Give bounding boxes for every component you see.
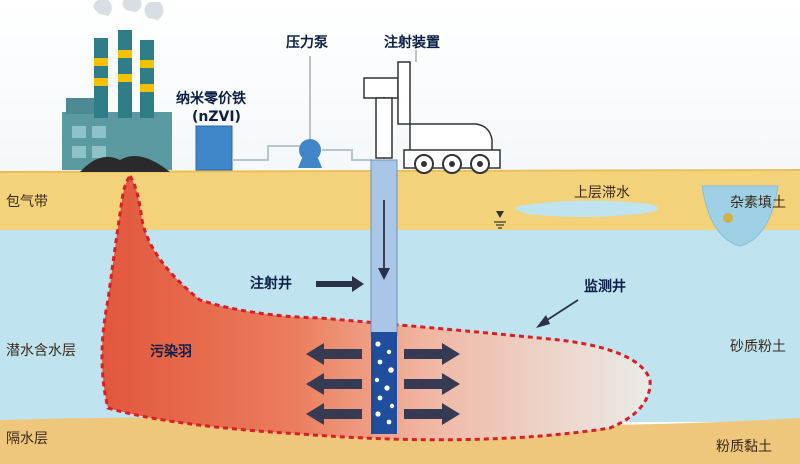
contamination-plume (100, 173, 652, 442)
pump-label: 压力泵 (286, 35, 328, 51)
nzvi-tank-icon (195, 125, 233, 171)
drill-rig-icon (363, 50, 501, 174)
nzvi-label: 纳米零价铁 (176, 91, 246, 107)
silty-sand-label: 砂质粉土 (730, 339, 786, 355)
nzvi-bubbles (374, 341, 395, 425)
injection-well-label: 注射井 (250, 276, 292, 292)
monitoring-well-label: 监测井 (584, 279, 626, 295)
pump-icon (298, 56, 322, 168)
aquitard-label: 隔水层 (6, 431, 48, 447)
well-screen (371, 332, 397, 434)
plume-label: 污染羽 (150, 344, 192, 360)
feed-pipe (232, 145, 300, 161)
injector-label: 注射装置 (384, 35, 440, 51)
flow-arrow-icon (404, 343, 460, 425)
water-table-icon (494, 211, 506, 229)
flow-arrow-icon (306, 343, 362, 425)
perched-water-lens (515, 200, 658, 217)
fill-label: 杂素填土 (730, 195, 786, 211)
aquifer-label: 潜水含水层 (6, 343, 76, 359)
pump-pipe (322, 149, 372, 161)
fill-debris-icon (723, 213, 733, 223)
fill-basin (701, 185, 779, 247)
vadose-zone-label: 包气带 (6, 194, 48, 210)
perched-water-label: 上层滞水 (574, 185, 630, 201)
monitoring-pointer-icon (536, 299, 579, 328)
silty-clay-label: 粉质黏土 (716, 439, 772, 455)
down-arrow-icon (378, 200, 390, 280)
factory-icon (62, 0, 172, 172)
nzvi-abbr-label: (nZVI) (192, 109, 241, 125)
injection-pointer-icon (316, 276, 364, 292)
